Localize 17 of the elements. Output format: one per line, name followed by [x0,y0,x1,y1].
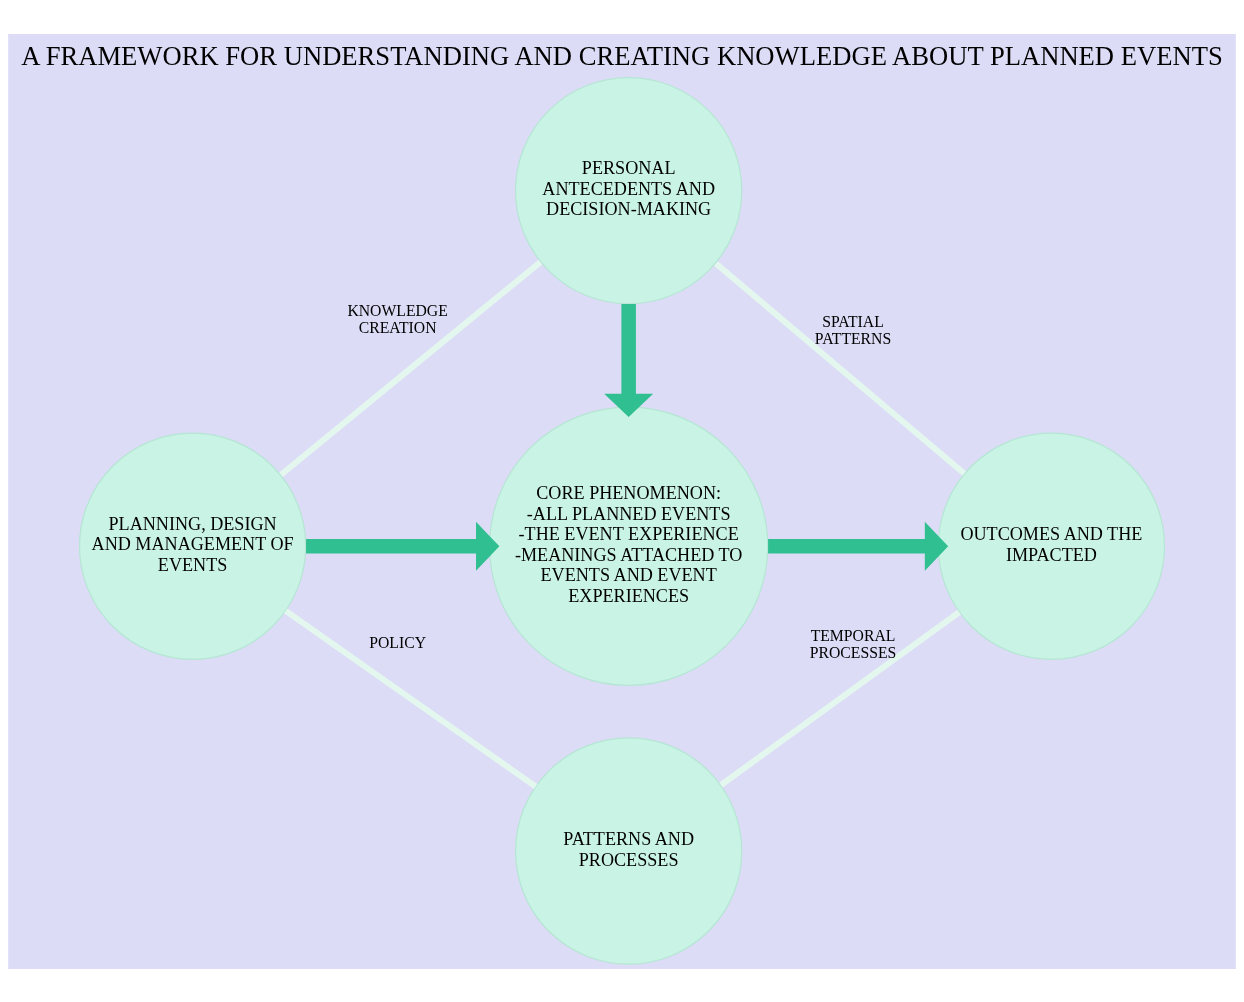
node-circle: OUTCOMES AND THE IMPACTED [937,432,1166,660]
connector [714,260,967,476]
node-circle: PATTERNS AND PROCESSES [514,736,743,965]
connector [279,259,543,477]
connector [719,609,961,787]
node-circle: PERSONAL ANTECEDENTS AND DECISION-MAKING [514,76,743,304]
diagram-title: A FRAMEWORK FOR UNDERSTANDING AND CREATING KNOWLEDGE ABOUT PLANNED EVENTS [21,40,1223,71]
edge-label: KNOWLEDGE CREATION [347,301,448,336]
edge-label: POLICY [369,633,427,651]
edge-label: SPATIAL PATTERNS [814,312,892,347]
arrow [604,303,654,417]
node-circle: CORE PHENOMENON: -ALL PLANNED EVENTS -THE EVENT EXPERIENCE -MEANINGS ATTACHED TO EVENTS AND EVENT EXPERIENCES [488,406,769,686]
connector [284,607,538,789]
edge-label: TEMPORAL PROCESSES [809,626,897,661]
node-circle: PLANNING, DESIGN AND MANAGEMENT OF EVENTS [78,432,307,660]
arrow [768,521,949,571]
arrow [306,521,500,571]
